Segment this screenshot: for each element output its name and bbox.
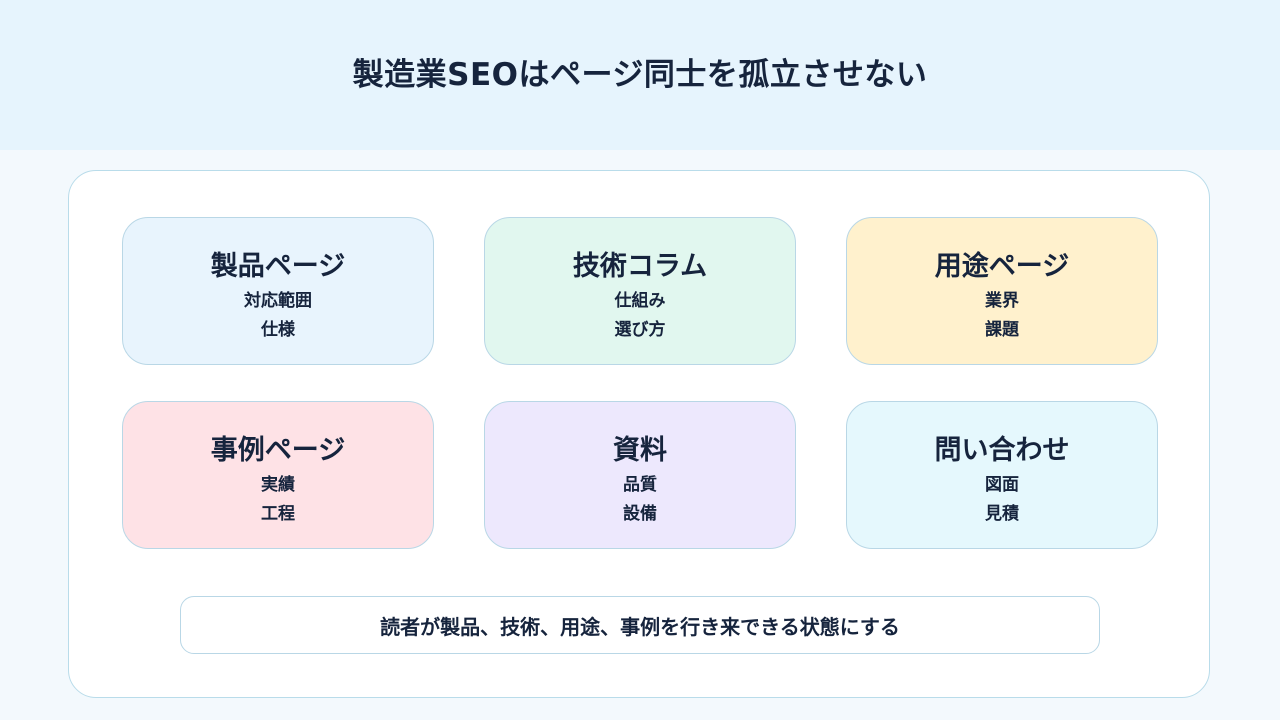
card-inquiry: 問い合わせ 図面 見積 <box>846 401 1158 549</box>
card-line: 選び方 <box>614 320 666 340</box>
card-documents: 資料 品質 設備 <box>484 401 796 549</box>
summary-bar: 読者が製品、技術、用途、事例を行き来できる状態にする <box>180 596 1100 654</box>
card-line: 実績 <box>261 475 295 495</box>
card-line: 業界 <box>985 291 1019 311</box>
card-product-page: 製品ページ 対応範囲 仕様 <box>122 217 434 365</box>
card-line: 見積 <box>985 504 1019 524</box>
page-title: 製造業SEOはページ同士を孤立させない <box>352 56 928 93</box>
card-title: 用途ページ <box>934 251 1070 282</box>
card-title: 製品ページ <box>210 251 346 282</box>
card-line: 設備 <box>623 504 657 524</box>
card-use-case-page: 用途ページ 業界 課題 <box>846 217 1158 365</box>
card-title: 技術コラム <box>572 251 708 282</box>
card-tech-column: 技術コラム 仕組み 選び方 <box>484 217 796 365</box>
card-case-study-page: 事例ページ 実績 工程 <box>122 401 434 549</box>
card-line: 品質 <box>623 475 657 495</box>
card-line: 仕様 <box>261 320 295 340</box>
card-line: 対応範囲 <box>244 291 312 311</box>
card-line: 課題 <box>985 320 1019 340</box>
card-line: 仕組み <box>614 291 666 311</box>
card-title: 問い合わせ <box>934 435 1070 466</box>
card-line: 工程 <box>261 504 295 524</box>
card-title: 事例ページ <box>210 435 346 466</box>
card-line: 図面 <box>985 475 1019 495</box>
summary-text: 読者が製品、技術、用途、事例を行き来できる状態にする <box>380 614 900 639</box>
card-title: 資料 <box>613 435 667 466</box>
header-band: 製造業SEOはページ同士を孤立させない <box>0 0 1280 150</box>
